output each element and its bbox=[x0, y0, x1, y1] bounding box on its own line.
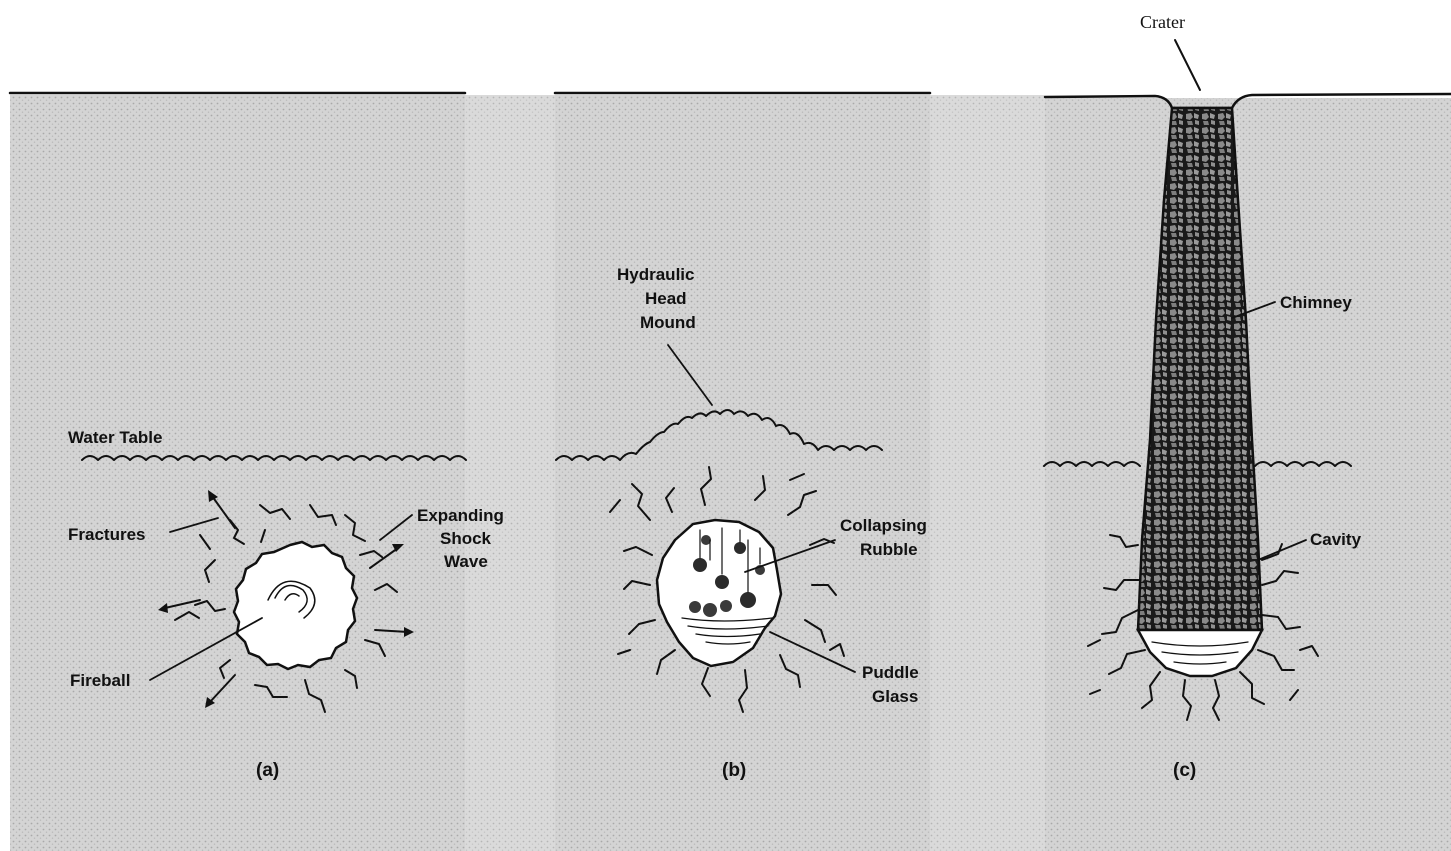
wave-label: Wave bbox=[444, 552, 488, 571]
fireball-label: Fireball bbox=[70, 671, 130, 690]
panel-separator bbox=[930, 95, 1045, 851]
chimney-label: Chimney bbox=[1280, 293, 1352, 312]
hydraulic-label: Hydraulic bbox=[617, 265, 694, 284]
collapsing-label: Collapsing bbox=[840, 516, 927, 535]
expanding-label: Expanding bbox=[417, 506, 504, 525]
panel-separator bbox=[465, 95, 555, 851]
crater-leader bbox=[1175, 40, 1200, 90]
head-label: Head bbox=[645, 289, 687, 308]
rubble-label: Rubble bbox=[860, 540, 918, 559]
ground-panel-a bbox=[10, 95, 465, 851]
caption-c: (c) bbox=[1173, 760, 1196, 781]
mound-label: Mound bbox=[640, 313, 696, 332]
caption-a: (a) bbox=[256, 760, 279, 781]
ground-panel-b bbox=[555, 95, 930, 851]
fractures-label: Fractures bbox=[68, 525, 145, 544]
glass-label: Glass bbox=[872, 687, 918, 706]
cavity-label: Cavity bbox=[1310, 530, 1362, 549]
crater-label: Crater bbox=[1140, 12, 1185, 32]
puddle-label: Puddle bbox=[862, 663, 919, 682]
caption-b: (b) bbox=[722, 760, 746, 781]
shock-label: Shock bbox=[440, 529, 492, 548]
water-table-label: Water Table bbox=[68, 428, 162, 447]
